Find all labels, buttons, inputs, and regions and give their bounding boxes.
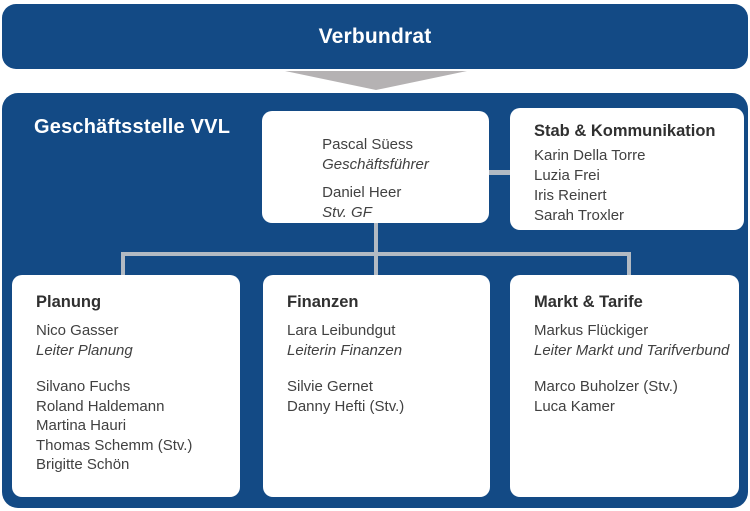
- person-role: Leiterin Finanzen: [287, 342, 403, 359]
- connector-management-staff: [484, 170, 512, 175]
- verbundrat-title: Verbundrat: [318, 24, 432, 48]
- person-role: Leiter Planung: [36, 342, 133, 359]
- person-name: Silvano Fuchs: [36, 378, 131, 395]
- person-name: Nico Gasser: [36, 322, 119, 339]
- person-name: Markus Flückiger: [534, 322, 649, 339]
- person-role: Geschäftsführer: [322, 156, 429, 173]
- person-role: Stv. GF: [322, 204, 372, 221]
- connector-drop-finanzen: [374, 252, 378, 278]
- person-name: Thomas Schemm (Stv.): [36, 436, 193, 454]
- person-name: Martina Hauri: [36, 417, 127, 434]
- down-arrow-icon: [285, 71, 467, 90]
- person-name: Luca Kamer: [534, 397, 615, 415]
- finanzen-box: Finanzen Lara Leibundgut Leiterin Finanz…: [263, 275, 490, 497]
- person-name: Silvie Gernet: [287, 378, 373, 395]
- management-entry: Pascal Süess Geschäftsführer: [322, 135, 429, 175]
- markt-tarife-box: Markt & Tarife Markus Flückiger Leiter M…: [510, 275, 739, 497]
- person-name: Daniel Heer: [322, 184, 402, 201]
- staff-kommunikation-box: Stab & Kommunikation Karin Della Torre L…: [510, 108, 744, 230]
- box-title: Markt & Tarife: [534, 293, 643, 311]
- geschaeftsstelle-title: Geschäftsstelle VVL: [34, 116, 231, 138]
- connector-management-down: [374, 221, 378, 256]
- planung-box: Planung Nico Gasser Leiter Planung Silva…: [12, 275, 240, 497]
- box-title: Stab & Kommunikation: [534, 122, 716, 140]
- person-name: Sarah Troxler: [534, 207, 625, 224]
- box-title: Finanzen: [287, 293, 359, 311]
- person-name: Iris Reinert: [534, 187, 607, 204]
- box-title: Planung: [36, 293, 102, 311]
- person-name: Marco Buholzer (Stv.): [534, 378, 678, 395]
- management-entry: Daniel Heer Stv. GF: [322, 183, 429, 223]
- person-name: Roland Haldemann: [36, 397, 165, 415]
- connector-drop-markt: [627, 252, 631, 278]
- person-role: Leiter Markt und Tarifverbund: [534, 342, 730, 359]
- verbundrat-box: Verbundrat: [2, 4, 748, 69]
- person-name: Danny Hefti (Stv.): [287, 397, 405, 415]
- management-box: Pascal Süess Geschäftsführer Daniel Heer…: [262, 111, 489, 223]
- person-name: Brigitte Schön: [36, 456, 130, 473]
- connector-drop-planung: [121, 252, 125, 278]
- person-name: Karin Della Torre: [534, 147, 646, 164]
- person-name: Pascal Süess: [322, 136, 414, 153]
- person-name: Luzia Frei: [534, 167, 600, 184]
- person-name: Lara Leibundgut: [287, 322, 396, 339]
